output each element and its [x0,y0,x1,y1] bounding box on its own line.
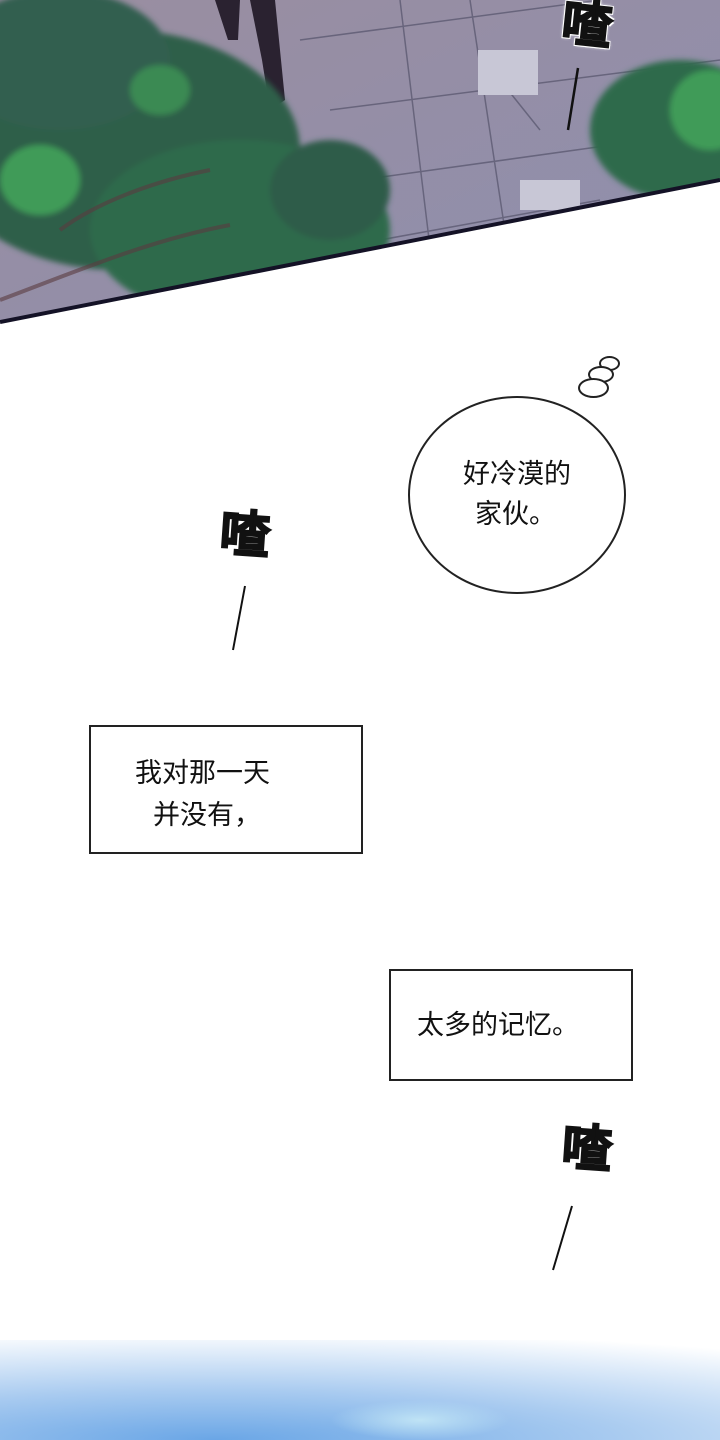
top-comic-panel [0,0,720,324]
sfx-text: 喳 [217,503,273,566]
sfx-motion-line [552,1205,573,1271]
narration-box: 太多的记忆。 [389,969,633,1081]
thought-bubble: 好冷漠的 家伙。 [408,396,626,594]
thought-line: 好冷漠的 [463,459,571,490]
panel-border [0,178,720,324]
branches [0,168,231,302]
narration-line: 我对那一天 [135,758,270,789]
narration-line: 太多的记忆。 [417,1010,579,1041]
sfx-motion-line [232,585,246,651]
thought-puff [578,378,609,398]
bottom-cloud-highlight [330,1400,510,1440]
light-brick [478,50,538,95]
sfx-text: 喳 [558,0,616,57]
narration-box: 我对那一天 并没有， [89,725,363,854]
sfx-text: 喳 [559,1117,615,1180]
light-brick [520,180,580,210]
thought-line: 家伙。 [475,499,556,530]
sfx-motion-line [566,67,580,131]
narration-line: 并没有， [153,800,261,831]
